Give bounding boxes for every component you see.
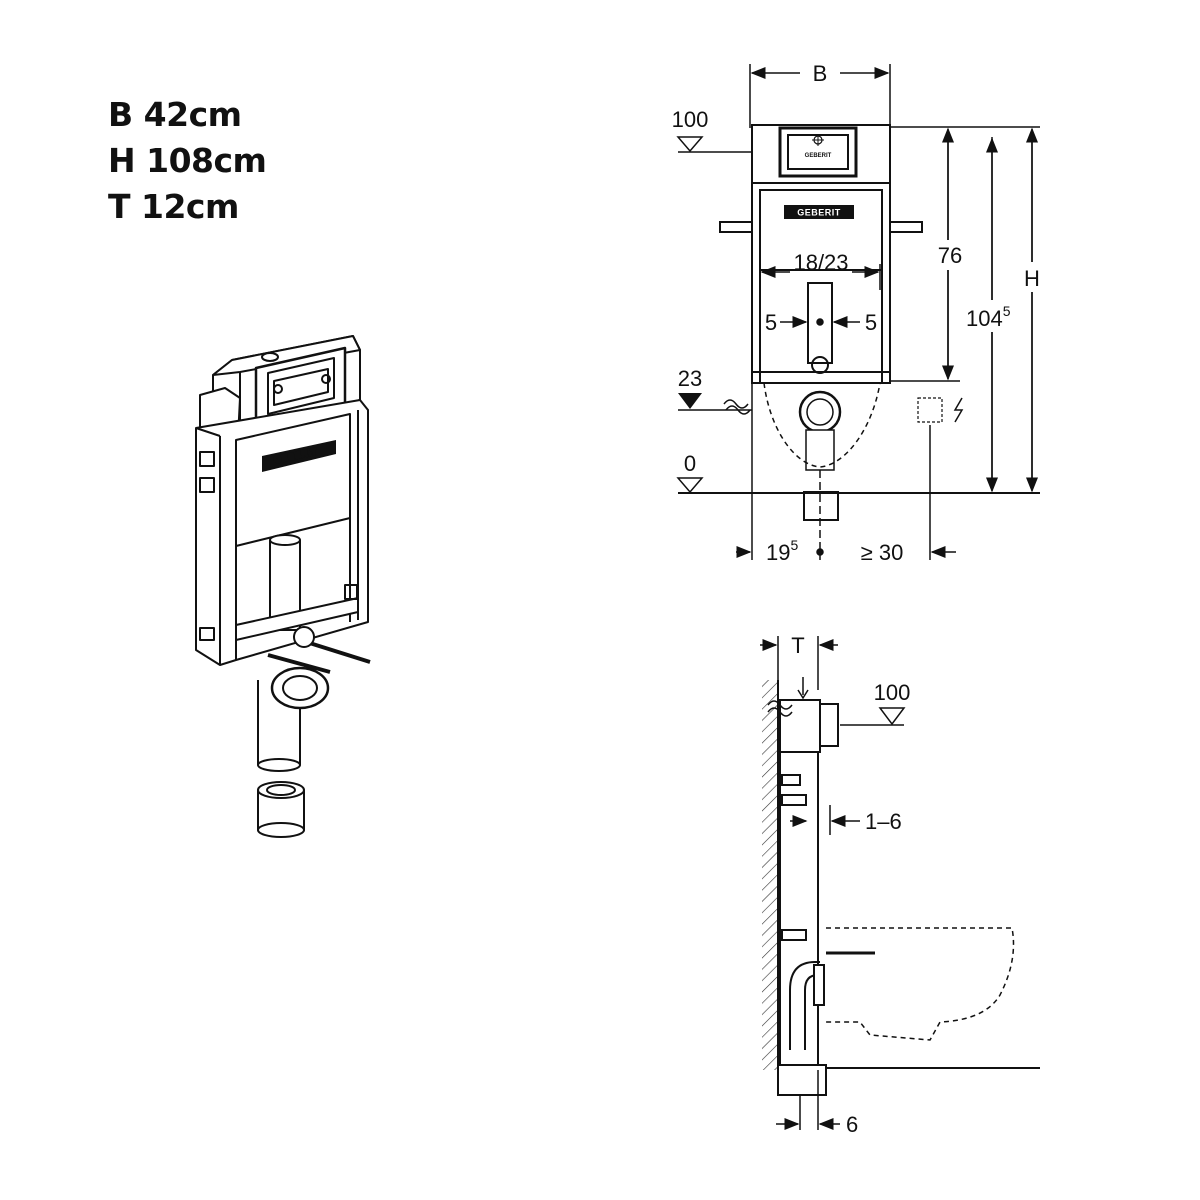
label-width: B (813, 61, 828, 86)
plate-logo: GEBERIT (805, 153, 832, 159)
dim-5-left: 5 (765, 310, 777, 335)
dim-76: 76 (938, 243, 962, 268)
dim-6: 6 (846, 1112, 858, 1137)
spec-width: B 42cm (108, 95, 242, 134)
spec-depth: T 12cm (108, 187, 239, 226)
dim-ge30: ≥ 30 (861, 540, 904, 565)
label-depth: T (791, 633, 804, 658)
dim-width (749, 64, 891, 128)
spec-list: B 42cm H 108cm T 12cm (108, 92, 267, 230)
front-view: B 100 GEBERIT GEBERIT (672, 61, 1046, 565)
level-0: 0 (684, 451, 696, 476)
side-level-100: 100 (874, 680, 911, 705)
dim-5-right: 5 (865, 310, 877, 335)
svg-text:GEBERIT: GEBERIT (797, 208, 841, 218)
level-23: 23 (678, 366, 702, 391)
frame-side (777, 699, 839, 1096)
spec-height: H 108cm (108, 141, 267, 180)
side-view: T 100 (760, 633, 1040, 1137)
front-logo: GEBERIT (784, 205, 854, 219)
dim-18-23: 18/23 (793, 250, 848, 275)
dim-19: 195 (766, 537, 798, 565)
level-100: 100 (672, 107, 709, 132)
dim-104: 1045 (966, 303, 1011, 331)
label-height: H (1024, 266, 1040, 291)
isometric-view: GEBERIT (195, 335, 371, 838)
dim-1-6: 1–6 (865, 809, 902, 834)
